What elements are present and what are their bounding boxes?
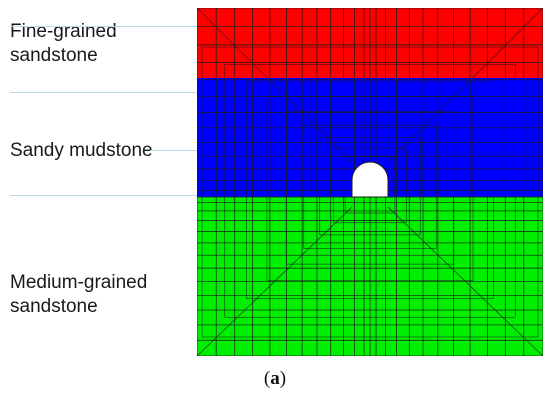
roadway-opening (351, 161, 389, 198)
mesh-line (197, 8, 353, 163)
mesh-line (387, 8, 543, 163)
layer-label-sandy-mudstone: Sandy mudstone (10, 140, 153, 161)
mesh-gridlines (197, 8, 543, 356)
layer-label-medium-grained-sandstone: Medium-grained sandstone (10, 272, 148, 317)
leader-line (150, 150, 197, 151)
caption-letter: a (270, 368, 280, 389)
layer-label-fine-grained-sandstone: Fine-grained sandstone (10, 21, 117, 66)
leader-line (10, 195, 197, 196)
leader-line (10, 92, 197, 93)
mesh-line (197, 206, 353, 356)
leader-line (10, 26, 197, 27)
figure-caption: (a) (263, 368, 287, 389)
mesh-line (387, 206, 543, 356)
finite-element-mesh (197, 8, 543, 356)
